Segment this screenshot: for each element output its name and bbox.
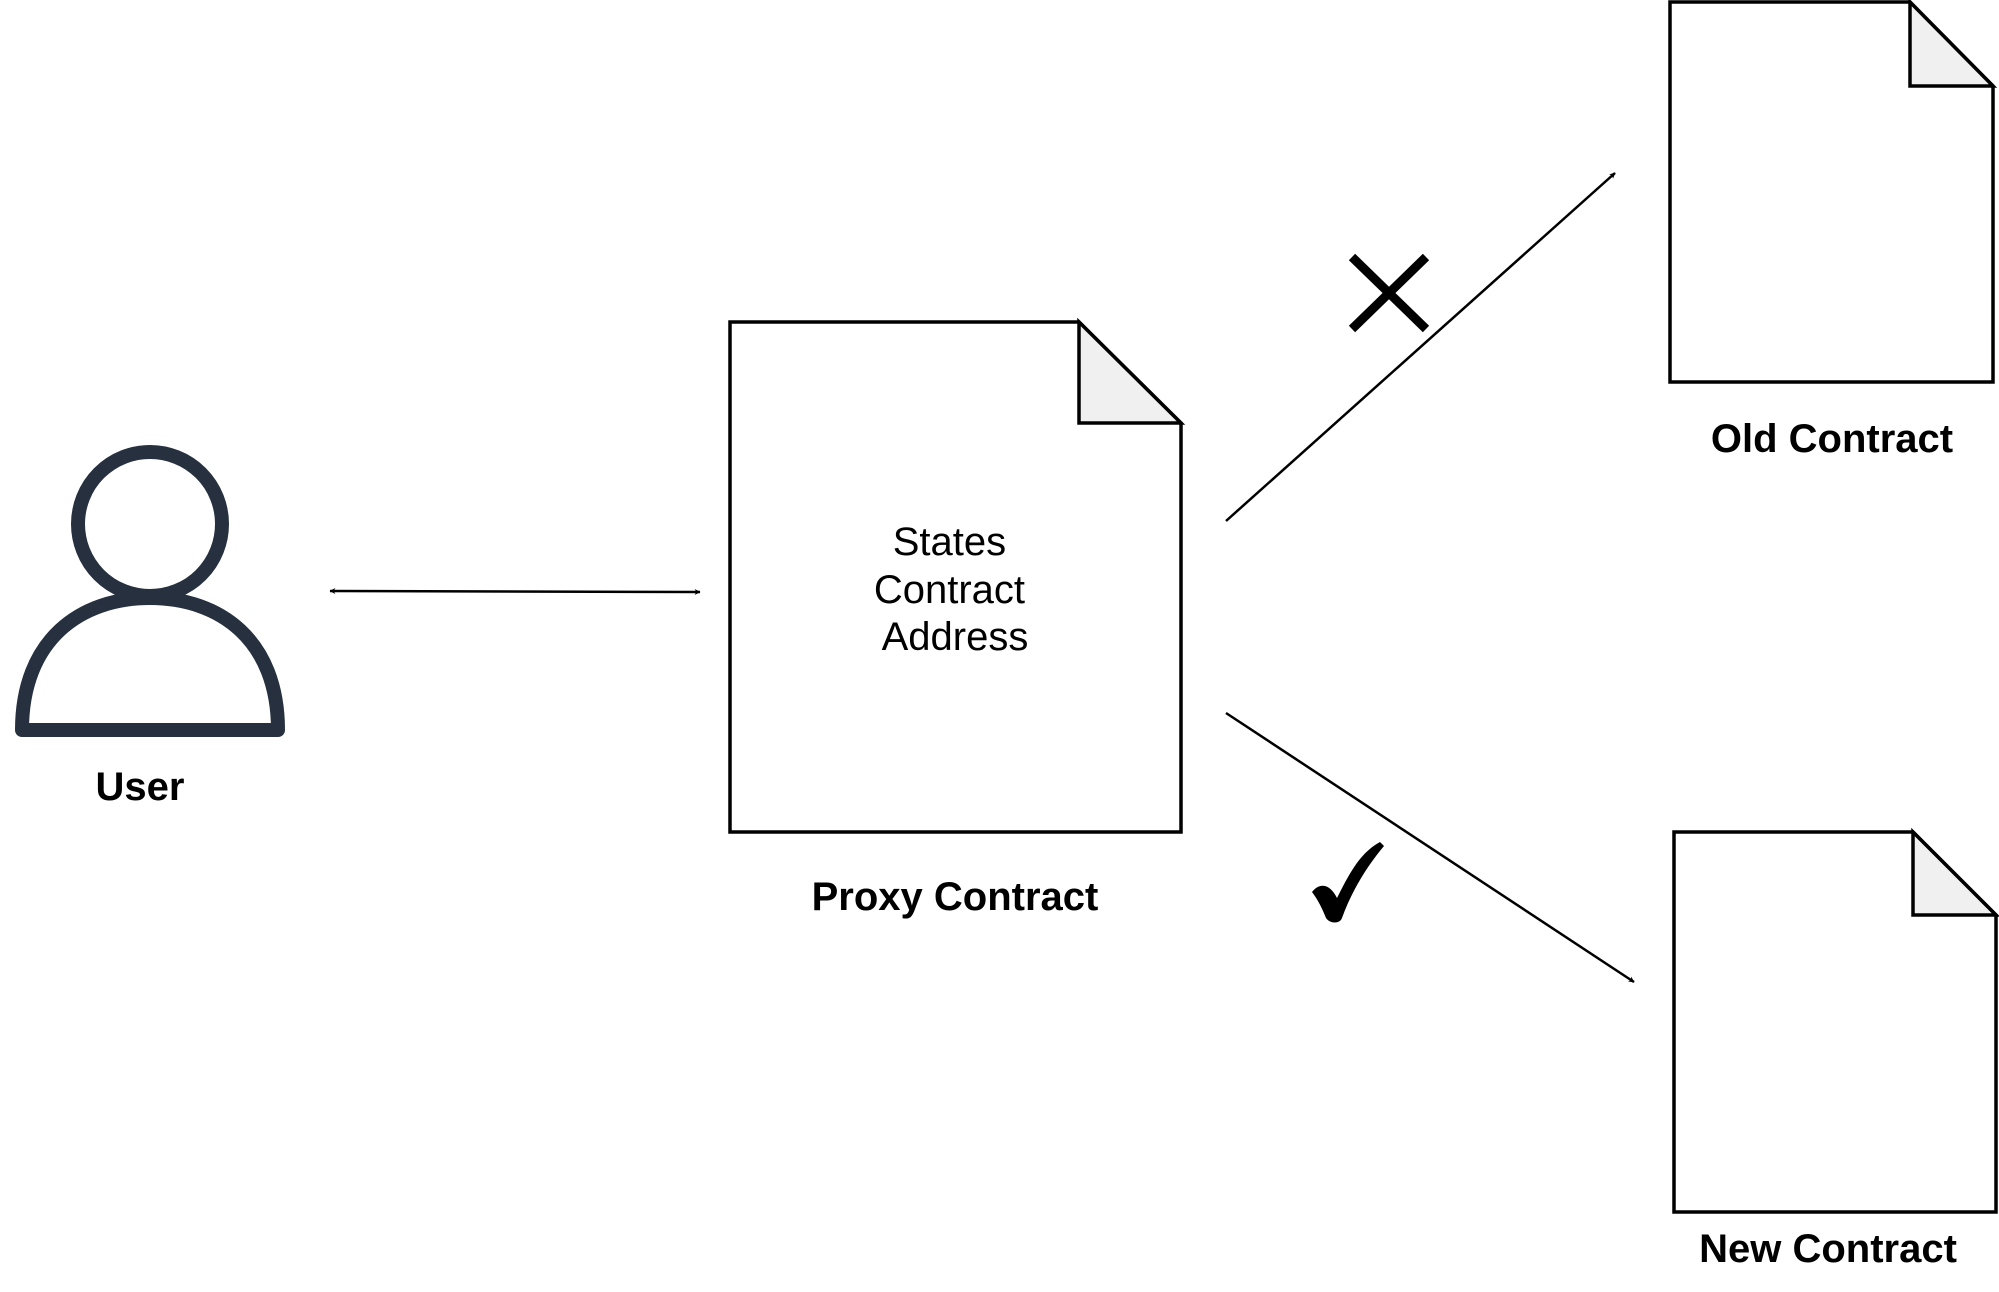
proxy-contract-node: States Contract Address Proxy Contract xyxy=(728,317,1186,919)
new-contract-node: New Contract xyxy=(1672,827,1999,1271)
proxy-old-connector xyxy=(1225,172,1616,522)
check-mark-icon xyxy=(1312,842,1384,923)
user-label: User xyxy=(96,765,185,809)
old-contract-node: Old Contract xyxy=(1668,0,1998,461)
proxy-document-icon xyxy=(728,317,1186,834)
user-proxy-connector xyxy=(329,588,701,595)
proxy-contents: States Contract Address xyxy=(874,520,1036,659)
user-icon xyxy=(15,445,285,737)
old-document-icon xyxy=(1668,0,1998,384)
proxy-new-connector xyxy=(1225,711,1635,984)
proxy-content-line: Contract xyxy=(874,568,1025,612)
user-node: User xyxy=(15,445,285,809)
proxy-contract-label: Proxy Contract xyxy=(812,875,1099,919)
old-contract-label: Old Contract xyxy=(1711,417,1953,461)
proxy-content-line: States xyxy=(893,520,1006,564)
cross-mark-icon xyxy=(1348,253,1430,333)
proxy-content-line: Address xyxy=(882,615,1029,659)
new-document-icon xyxy=(1672,827,1999,1214)
new-contract-label: New Contract xyxy=(1699,1227,1957,1271)
